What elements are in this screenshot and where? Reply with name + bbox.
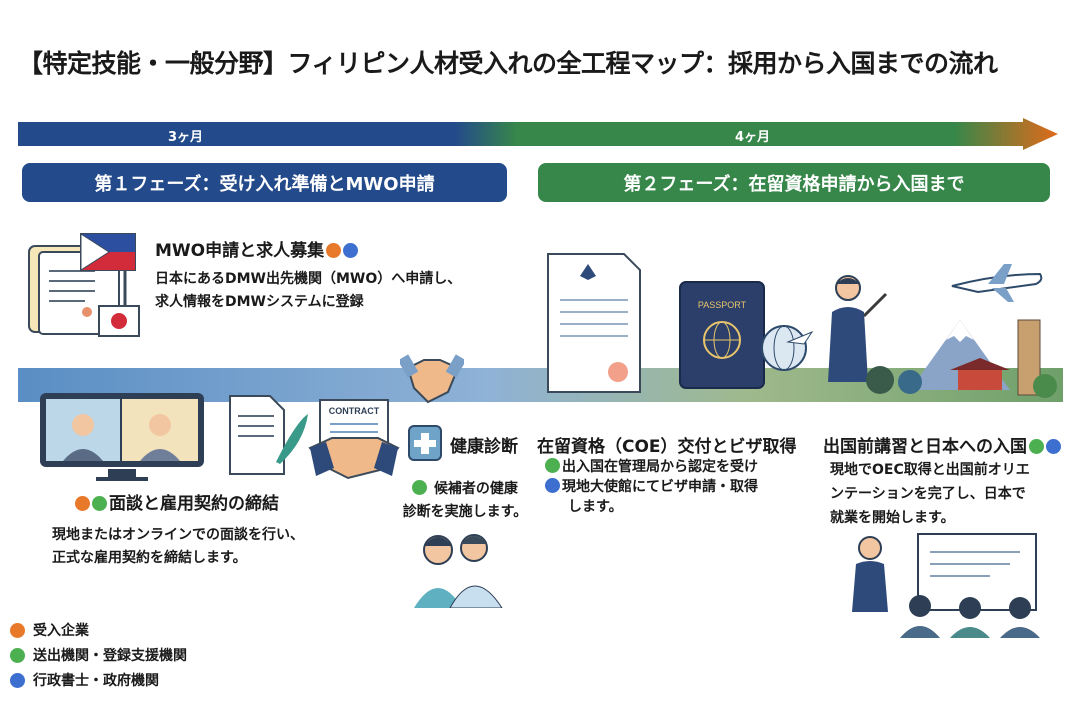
page-title: 【特定技能・一般分野】フィリピン人材受入れの全工程マップ：採用から入国までの流れ <box>18 49 998 78</box>
orientation-class-icon <box>852 533 1040 638</box>
airplane-icon <box>951 264 1043 302</box>
signed-document-icon <box>229 395 308 475</box>
green-dot-icon <box>10 647 25 663</box>
health-step-title: 健康診断 <box>450 437 518 457</box>
entry-step-title: 出国前講習と日本への入国 <box>823 432 1063 457</box>
coe-description: 出入国在管理局から認定を受け 現地大使館にてビザ申請・取得 します。 <box>545 456 758 519</box>
interview-line: 現地またはオンラインでの面談を行い、 <box>52 527 304 543</box>
legend-item-company: 受入企業 <box>10 620 89 640</box>
green-dot-icon <box>412 480 428 495</box>
mwo-line: 日本にあるDMW出先機関（MWO）へ申請し、 <box>155 271 462 287</box>
coe-step-title: 在留資格（COE）交付とビザ取得 <box>537 437 797 457</box>
interview-description: 現地またはオンラインでの面談を行い、 正式な雇用契約を締結します。 <box>30 518 352 580</box>
mwo-description: 日本にあるDMW出先機関（MWO）へ申請し、 求人情報をDMWシステムに登録 <box>155 268 461 314</box>
blue-dot-icon <box>10 672 25 688</box>
legend-label: 送出機関・登録支援機関 <box>33 648 187 664</box>
interview-title-text: 面談と雇用契約の締結 <box>109 494 279 514</box>
entry-line: ンテーションを完了し、日本で <box>830 486 1026 502</box>
mwo-title-text: MWO申請と求人募集 <box>155 241 325 261</box>
globe-plane-icon <box>761 325 814 371</box>
health-line: 候補者の健康 <box>390 478 540 501</box>
green-dot-icon <box>92 496 107 511</box>
interview-line: 正式な雇用契約を締結します。 <box>52 550 247 566</box>
timeline-arrow <box>18 118 1058 150</box>
legend-item-government: 行政書士・政府機関 <box>10 670 159 690</box>
entry-description: 現地でOEC取得と出国前オリエ ンテーションを完了し、日本で 就業を開始します。 <box>830 458 1030 530</box>
interview-step-title: 面談と雇用契約の締結 <box>75 489 279 514</box>
green-dot-icon <box>1029 439 1044 454</box>
entry-line: 就業を開始します。 <box>830 510 955 526</box>
legend-item-agency: 送出機関・登録支援機関 <box>10 645 187 665</box>
health-line: 診断を実施します。 <box>402 504 528 520</box>
phase2-duration: 4ヶ月 <box>735 130 771 145</box>
contract-label: CONTRACT <box>329 406 380 416</box>
blue-dot-icon <box>545 478 560 493</box>
coe-line: 現地大使館にてビザ申請・取得 <box>545 476 758 499</box>
coe-line: 出入国在管理局から認定を受け <box>545 456 758 479</box>
certificate-document-icon <box>547 253 641 393</box>
orange-dot-icon <box>326 243 342 258</box>
health-description: 候補者の健康 診断を実施します。 <box>390 478 540 524</box>
entry-line: 現地でOEC取得と出国前オリエ <box>830 462 1030 478</box>
blue-dot-icon <box>1046 439 1061 454</box>
japan-landscape-icon <box>866 319 1057 398</box>
mwo-step-title: MWO申請と求人募集 <box>155 236 360 261</box>
entry-title-text: 出国前講習と日本への入国 <box>823 437 1027 457</box>
documents-flags-icon <box>28 233 140 337</box>
medical-cross-icon <box>408 425 442 461</box>
phase1-duration: 3ヶ月 <box>168 130 204 145</box>
blue-dot-icon <box>343 243 359 258</box>
coe-line-text: 現地大使館にてビザ申請・取得 <box>562 479 758 495</box>
passport-label: PASSPORT <box>698 300 747 310</box>
legend-label: 受入企業 <box>33 623 89 639</box>
orange-dot-icon <box>75 496 90 511</box>
green-dot-icon <box>545 458 560 473</box>
instructor-icon <box>828 275 888 382</box>
handshake-icon <box>400 354 464 404</box>
legend-label: 行政書士・政府機関 <box>33 673 159 689</box>
health-line-text: 候補者の健康 <box>433 481 518 497</box>
video-call-icon <box>40 393 204 481</box>
coe-line: します。 <box>568 499 623 515</box>
coe-line-text: 出入国在管理局から認定を受け <box>562 459 758 475</box>
mwo-line: 求人情報をDMWシステムに登録 <box>155 294 364 310</box>
doctor-patient-icon <box>414 534 503 608</box>
orange-dot-icon <box>10 622 25 638</box>
phase2-header: 第２フェーズ：在留資格申請から入国まで <box>538 163 1050 202</box>
passport-icon: PASSPORT <box>679 281 765 389</box>
phase1-header: 第１フェーズ：受け入れ準備とMWO申請 <box>22 163 507 202</box>
contract-handshake-icon: CONTRACT <box>308 399 400 480</box>
